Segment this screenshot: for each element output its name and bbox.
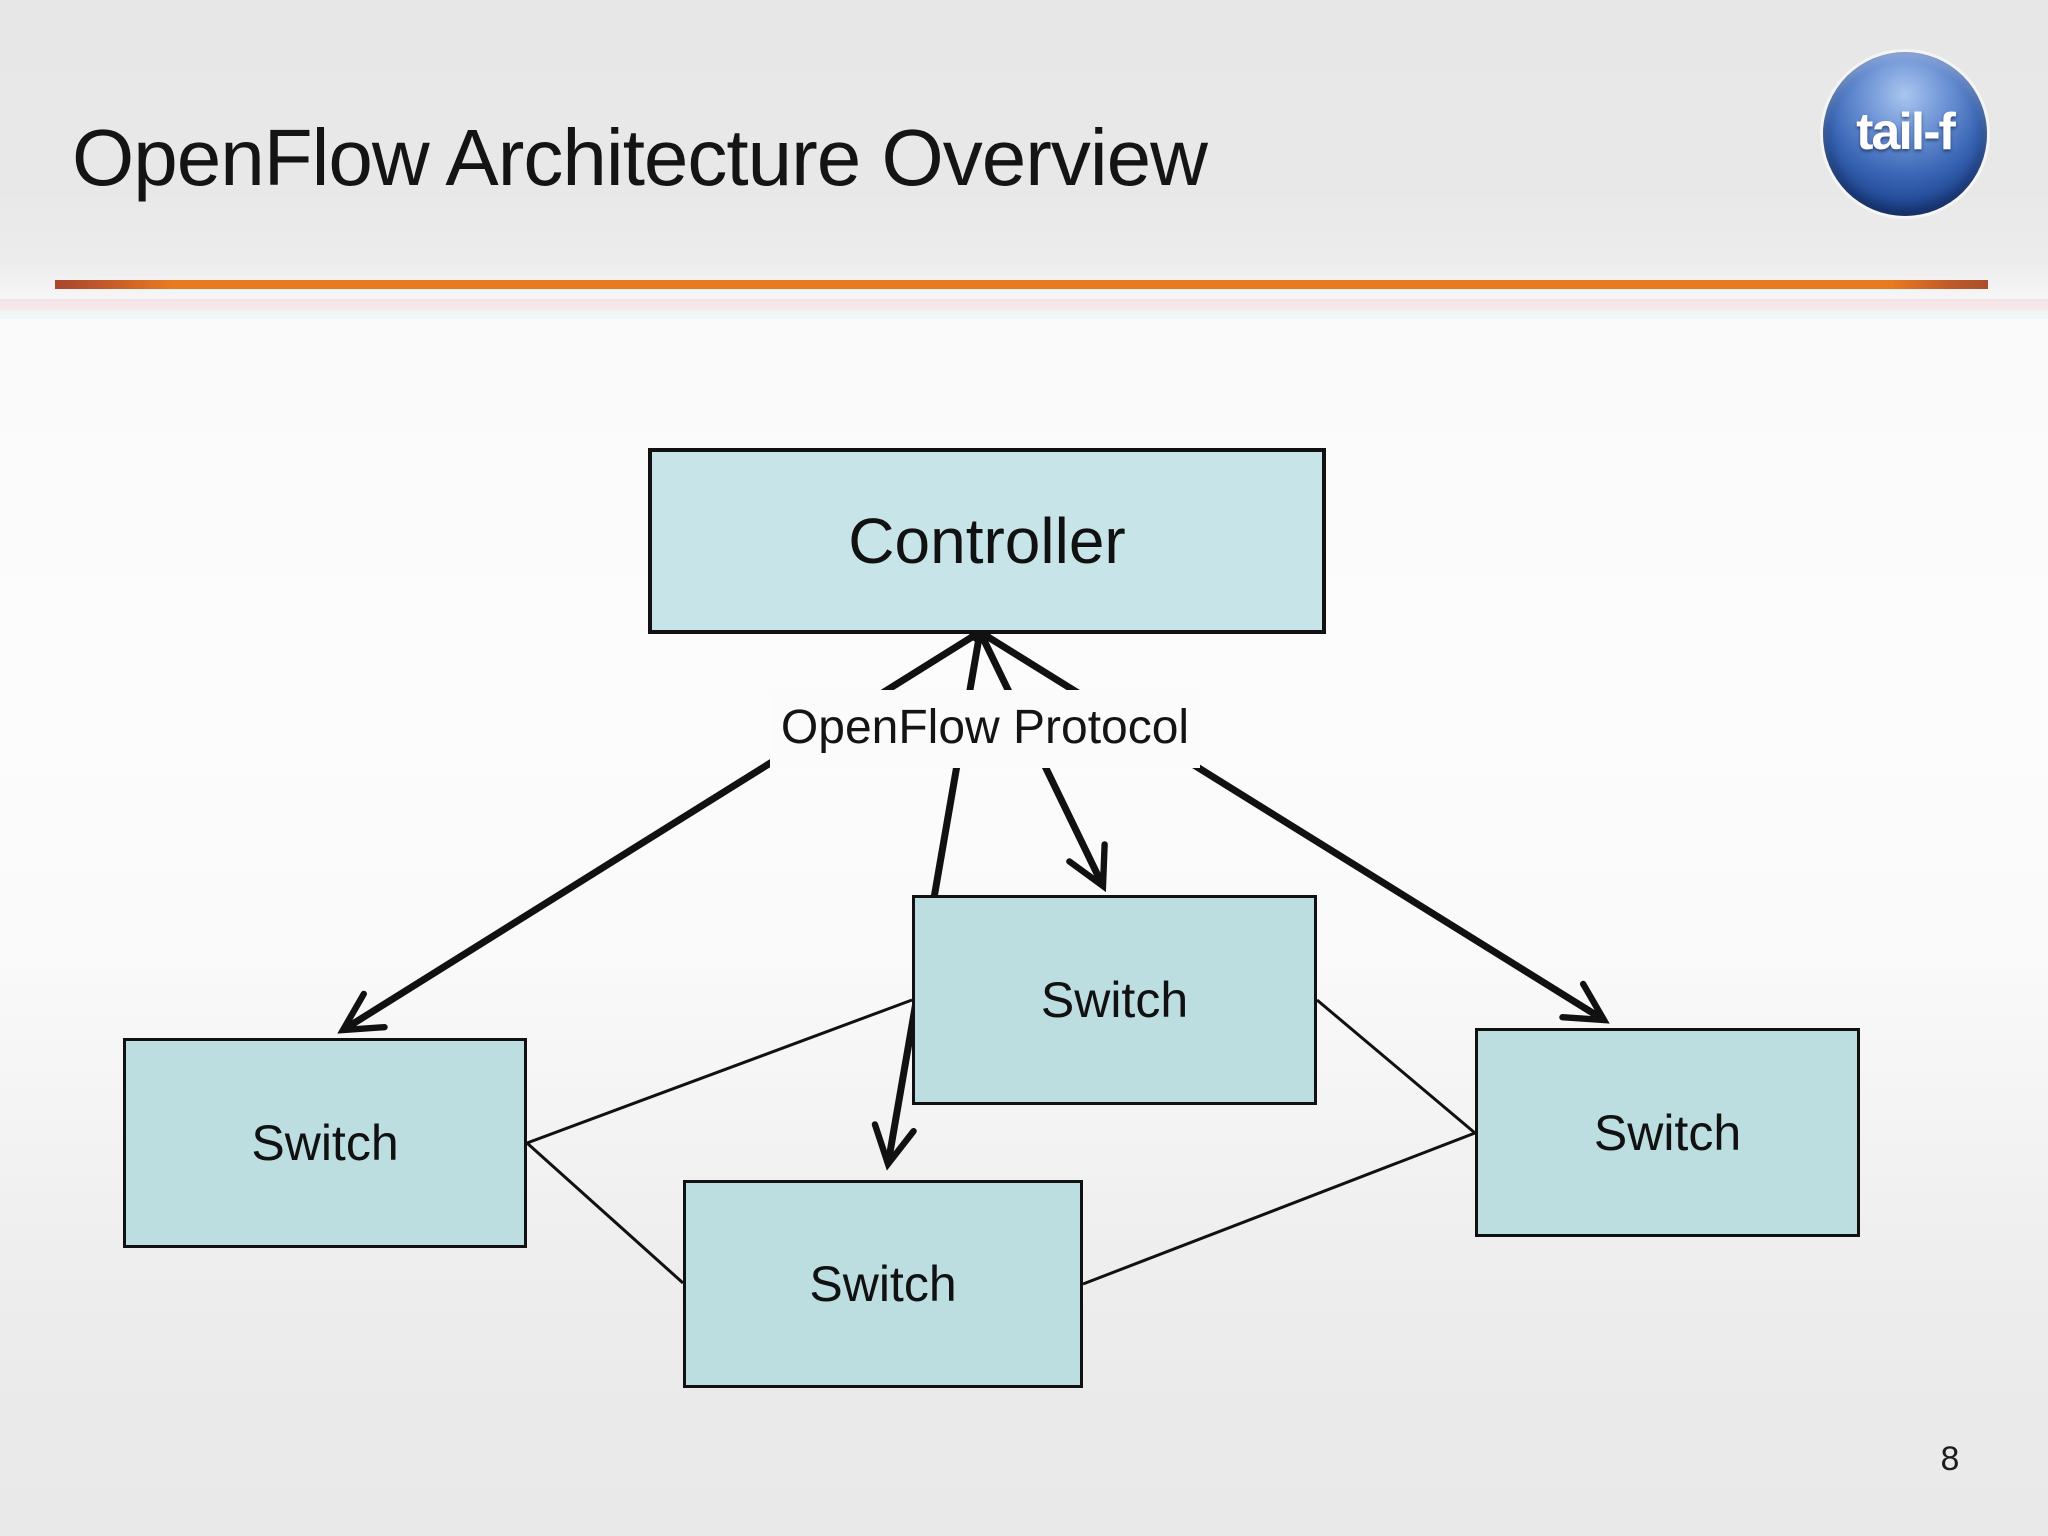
node-switch-mid-bottom: Switch	[683, 1180, 1083, 1388]
protocol-label-backdrop	[770, 690, 1200, 768]
switch-label: Switch	[1040, 972, 1189, 1028]
tailf-logo-text: tail-f	[1856, 103, 1956, 161]
background-band	[0, 299, 2048, 319]
controller-label: Controller	[848, 505, 1126, 577]
link-left-to-midtop	[526, 998, 913, 1145]
switch-label: Switch	[251, 1115, 399, 1171]
title-divider-rule	[55, 280, 1988, 289]
node-switch-left: Switch	[123, 1038, 527, 1248]
page-number: 8	[1940, 1440, 1960, 1478]
node-switch-right: Switch	[1475, 1028, 1860, 1237]
link-left-to-midbot	[525, 1141, 685, 1285]
slide-title: OpenFlow Architecture Overview	[72, 113, 1208, 202]
link-midtop-to-right	[1316, 998, 1476, 1135]
node-switch-mid-top: Switch	[912, 895, 1317, 1105]
node-controller: Controller	[648, 448, 1326, 634]
switch-label: Switch	[1593, 1104, 1742, 1161]
tailf-logo-icon: tail-f	[1823, 52, 1987, 216]
switch-label: Switch	[809, 1256, 957, 1312]
protocol-label: OpenFlow Protocol	[780, 701, 1190, 754]
link-midbot-to-right	[1082, 1131, 1476, 1286]
